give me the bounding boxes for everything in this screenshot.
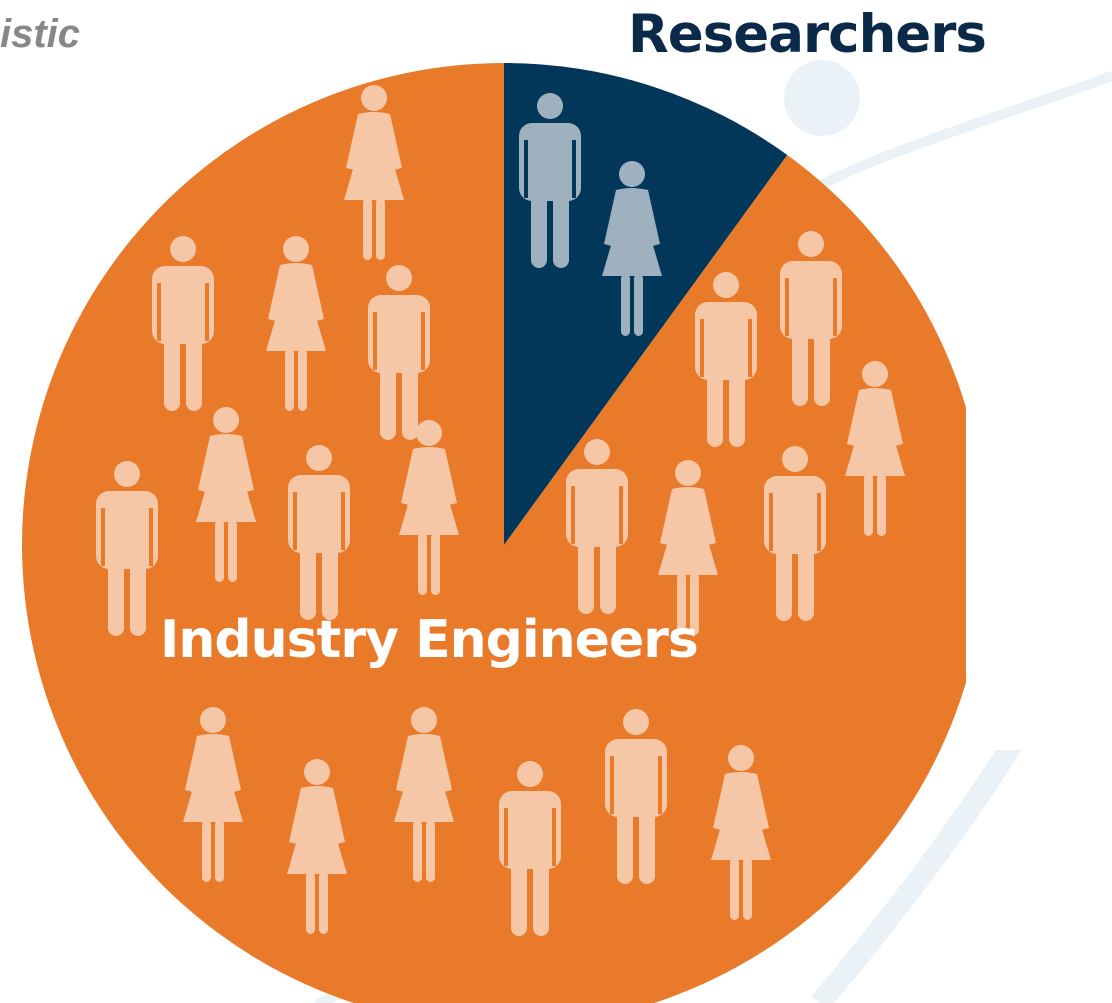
man-icon (96, 461, 158, 636)
woman-icon (394, 707, 454, 882)
page-title-fragment: istic (0, 12, 81, 56)
researcher-icons (519, 93, 662, 336)
woman-icon (266, 236, 326, 411)
man-icon (152, 236, 214, 411)
woman-icon (196, 407, 256, 582)
woman-icon (183, 707, 243, 882)
woman-icon (344, 85, 404, 260)
man-icon (368, 265, 430, 440)
man-icon (288, 445, 350, 620)
man-icon (780, 231, 842, 406)
woman-icon (711, 745, 771, 920)
woman-icon (399, 420, 459, 595)
engineer-icons (96, 85, 905, 936)
man-icon (695, 272, 757, 447)
image-crop-mask (966, 330, 1112, 750)
researchers-label: Researchers (628, 4, 987, 65)
man-icon (566, 439, 628, 614)
woman-icon (845, 361, 905, 536)
man-icon (499, 761, 561, 936)
woman-icon (602, 161, 662, 336)
woman-icon (287, 759, 347, 934)
man-icon (519, 93, 581, 268)
man-icon (764, 446, 826, 621)
woman-icon (658, 460, 718, 635)
industry-engineers-label: Industry Engineers (160, 610, 699, 670)
man-icon (605, 709, 667, 884)
